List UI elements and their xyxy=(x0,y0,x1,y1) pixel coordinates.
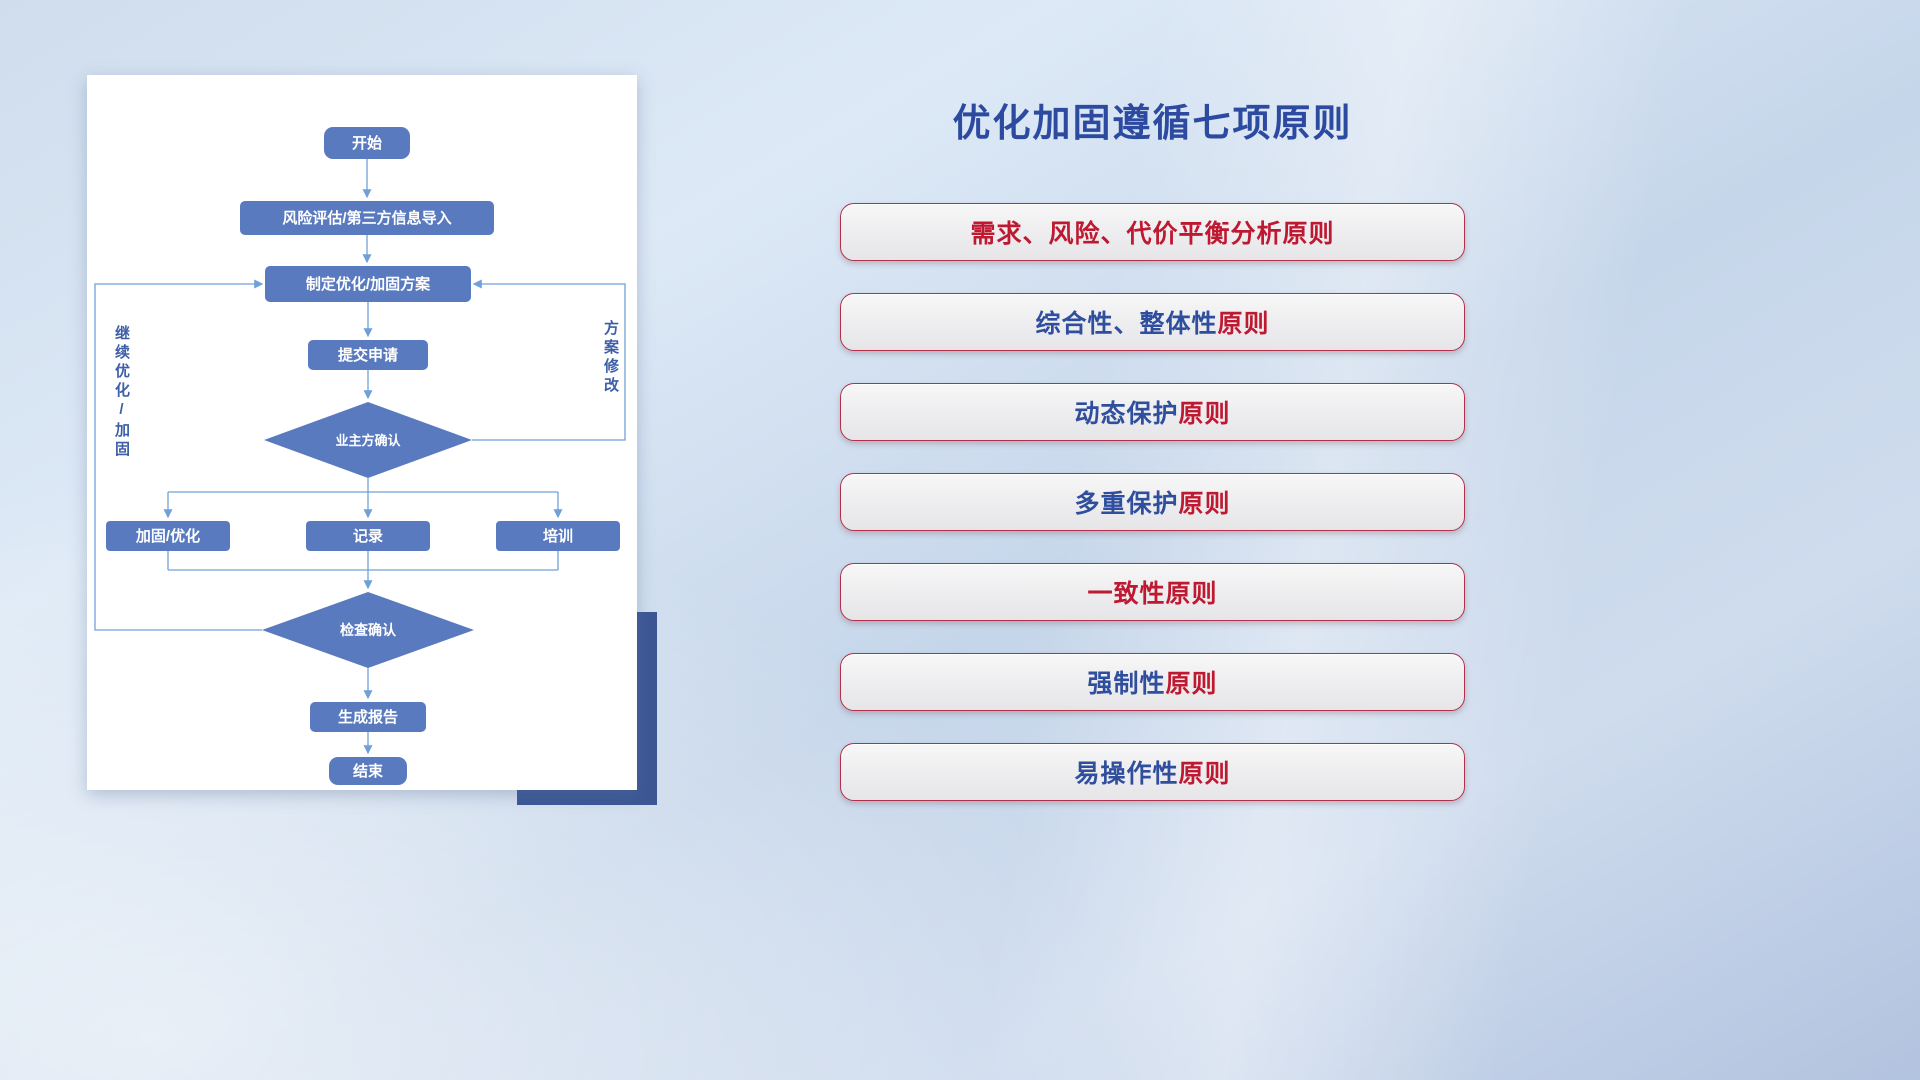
principle-text-segment: 原则 xyxy=(1178,760,1231,788)
node-check-confirm-diamond xyxy=(262,592,474,668)
node-check-confirm-label: 检查确认 xyxy=(340,622,397,638)
principle-text-segment: 原则 xyxy=(1178,490,1231,518)
principle-text-segment: 原则 xyxy=(1217,310,1270,338)
principle-text-segment: 易操作性 xyxy=(1074,760,1179,788)
principle-pill: 强制性原则 xyxy=(840,653,1465,711)
principles-list: 需求、风险、代价平衡分析原则综合性、整体性原则动态保护原则多重保护原则一致性原则… xyxy=(840,203,1465,801)
node-harden-optimize-label: 加固/优化 xyxy=(135,527,200,545)
principle-text-segment: 原则 xyxy=(1165,670,1218,698)
principles-panel: 优化加固遵循七项原则 需求、风险、代价平衡分析原则综合性、整体性原则动态保护原则… xyxy=(840,92,1465,833)
node-owner-confirm-label: 业主方确认 xyxy=(335,433,401,448)
principle-text-segment: 强制性 xyxy=(1087,670,1166,698)
flowchart-card: 开始 风险评估/第三方信息导入 制定优化/加固方案 提交申请 业主方确认 加固/… xyxy=(87,75,637,790)
principle-pill: 动态保护原则 xyxy=(840,383,1465,441)
principle-pill: 易操作性原则 xyxy=(840,743,1465,801)
node-record xyxy=(306,521,430,551)
node-submit-label: 提交申请 xyxy=(338,346,398,364)
principle-pill: 需求、风险、代价平衡分析原则 xyxy=(840,203,1465,261)
node-record-label: 记录 xyxy=(353,528,383,545)
flowchart-diagram: 开始 风险评估/第三方信息导入 制定优化/加固方案 提交申请 业主方确认 加固/… xyxy=(94,127,626,785)
node-training-label: 培训 xyxy=(543,527,573,545)
node-risk-import xyxy=(240,201,494,235)
node-harden-optimize xyxy=(106,521,230,551)
principle-text-segment: 多重保护 xyxy=(1074,490,1179,518)
node-make-plan-label: 制定优化/加固方案 xyxy=(306,275,431,293)
node-submit xyxy=(308,340,428,370)
node-risk-import-label: 风险评估/第三方信息导入 xyxy=(282,209,451,227)
node-start-label: 开始 xyxy=(352,134,382,152)
loop-label-continue: 继续优化/加固 xyxy=(113,325,130,460)
node-report-label: 生成报告 xyxy=(338,708,398,726)
principle-pill: 综合性、整体性原则 xyxy=(840,293,1465,351)
principle-pill: 多重保护原则 xyxy=(840,473,1465,531)
node-start xyxy=(324,127,410,159)
panel-title: 优化加固遵循七项原则 xyxy=(952,103,1353,145)
node-owner-confirm-diamond xyxy=(264,402,472,478)
flow-connector-continue-loop xyxy=(94,279,264,631)
principle-text-segment: 动态保护 xyxy=(1074,400,1179,428)
principle-text-segment: 原则 xyxy=(1178,400,1231,428)
principle-text-segment: 一致性原则 xyxy=(1087,580,1218,608)
node-end-label: 结束 xyxy=(353,762,384,780)
principle-text-segment: 需求、风险、代价平衡分析原则 xyxy=(970,220,1335,248)
node-training xyxy=(496,521,620,551)
node-report xyxy=(310,702,426,732)
flow-connector-revise-loop xyxy=(472,279,626,441)
principle-pill: 一致性原则 xyxy=(840,563,1465,621)
loop-label-revise: 方案修改 xyxy=(602,320,619,396)
principle-text-segment: 综合性、整体性 xyxy=(1035,310,1218,338)
node-end xyxy=(329,757,407,785)
node-make-plan xyxy=(265,266,471,302)
